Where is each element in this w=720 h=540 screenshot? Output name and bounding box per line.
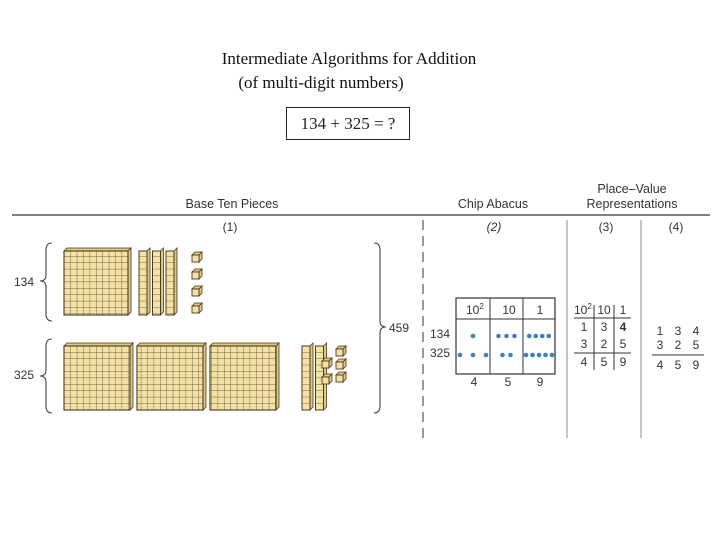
col-label-4: (4) xyxy=(669,220,684,234)
abacus-chip xyxy=(496,333,501,339)
abacus-chip xyxy=(470,352,476,358)
one-cube xyxy=(191,305,200,314)
title-line-2: (of multi-digit numbers) xyxy=(238,73,404,92)
pv3-head-hundreds-base: 10 xyxy=(574,303,588,317)
place-value-4: 1 3 4 3 2 5 4 5 9 xyxy=(652,324,704,372)
header-base-ten: Base Ten Pieces xyxy=(186,197,279,211)
header-place-value-2: Representations xyxy=(586,197,677,211)
one-cube xyxy=(335,374,344,383)
one-cube xyxy=(321,360,330,369)
pv3-r2-tens: 2 xyxy=(601,337,608,351)
pv3-r2-hundreds: 3 xyxy=(581,337,588,351)
base-ten-pieces xyxy=(63,247,347,411)
problem-box: 134 + 325 = ? xyxy=(286,107,410,140)
abacus-col-hundreds-exp: 2 xyxy=(479,302,484,311)
pv4-result-tens: 5 xyxy=(675,358,682,372)
abacus-col-ones: 1 xyxy=(537,303,544,317)
abacus-chips xyxy=(457,333,555,358)
abacus-chip xyxy=(470,333,476,339)
one-cube xyxy=(191,288,200,297)
pv3-r1-tens: 3 xyxy=(601,320,608,334)
abacus-chip xyxy=(504,333,509,339)
pv4-result-ones: 9 xyxy=(693,358,700,372)
abacus-chip xyxy=(526,333,532,339)
header-place-value-1: Place–Value xyxy=(597,182,666,196)
abacus-chip xyxy=(523,352,529,358)
pv4-result-hundreds: 4 xyxy=(657,358,664,372)
abacus-chip xyxy=(500,352,505,358)
abacus-chip xyxy=(483,352,489,358)
abacus-row-label-325: 325 xyxy=(430,346,450,360)
hundred-flat-grid xyxy=(210,346,276,410)
brace-left-top xyxy=(39,242,53,322)
abacus-chip xyxy=(530,352,535,358)
ten-rod-grid xyxy=(315,346,324,410)
base-ten-label-325: 325 xyxy=(14,368,34,382)
abacus-chip xyxy=(536,352,542,358)
pv3-result-hundreds: 4 xyxy=(581,355,588,369)
hundred-flat-grid xyxy=(64,346,130,410)
pv3-result-tens: 5 xyxy=(601,355,608,369)
one-cube xyxy=(191,271,200,280)
abacus-chip xyxy=(549,352,555,358)
abacus-col-tens: 10 xyxy=(502,303,516,317)
col-label-1: (1) xyxy=(223,220,238,234)
ten-rod-grid xyxy=(139,251,147,315)
pv3-result-ones: 9 xyxy=(620,355,627,369)
abacus-chip xyxy=(539,333,545,339)
abacus-chip xyxy=(457,352,463,358)
title-line-1: Intermediate Algorithms for Addition xyxy=(221,49,477,68)
abacus-chip xyxy=(508,352,513,358)
abacus-chip xyxy=(512,333,517,339)
pv3-r1-ones: 4 xyxy=(620,320,627,334)
abacus-result-hundreds: 4 xyxy=(471,375,478,389)
abacus-col-hundreds-base: 10 xyxy=(466,303,480,317)
pv4-r1-tens: 3 xyxy=(675,324,682,338)
base-ten-sum-459: 459 xyxy=(389,321,409,335)
brace-right xyxy=(373,242,387,414)
pv3-head-ones: 1 xyxy=(620,303,627,317)
problem-text: 134 + 325 = ? xyxy=(300,113,396,133)
abacus-chip xyxy=(546,333,552,339)
abacus-chip xyxy=(533,333,539,339)
pv3-r2-ones: 5 xyxy=(620,337,627,351)
pv4-r2-tens: 2 xyxy=(675,338,682,352)
abacus-frame xyxy=(455,297,556,375)
col-label-3: (3) xyxy=(599,220,614,234)
pv4-r2-hundreds: 3 xyxy=(657,338,664,352)
brace-left-bottom xyxy=(39,338,53,414)
base-ten-label-134: 134 xyxy=(14,275,34,289)
col-label-2: (2) xyxy=(487,220,502,234)
ten-rod-grid xyxy=(152,251,161,315)
pv4-r1-ones: 4 xyxy=(693,324,700,338)
pv4-r2-ones: 5 xyxy=(693,338,700,352)
one-cube xyxy=(191,254,200,263)
abacus-col-hundreds: 102 xyxy=(466,302,484,317)
pv3-head-hundreds-exp: 2 xyxy=(587,302,592,311)
pv4-r1-hundreds: 1 xyxy=(657,324,664,338)
ten-rod-grid xyxy=(166,251,174,315)
place-value-3: 102 10 1 1 3 4 3 2 5 4 5 9 xyxy=(574,302,631,370)
abacus-result-tens: 5 xyxy=(505,375,512,389)
abacus-result-ones: 9 xyxy=(537,375,544,389)
pv3-r1-hundreds: 1 xyxy=(581,320,588,334)
pv3-head-hundreds: 102 xyxy=(574,302,592,317)
header-chip-abacus: Chip Abacus xyxy=(458,197,528,211)
hundred-flat-grid xyxy=(137,346,203,410)
abacus-chip xyxy=(543,352,548,358)
ten-rod-grid xyxy=(302,346,310,410)
pv3-head-tens: 10 xyxy=(597,303,611,317)
one-cube xyxy=(321,376,330,385)
one-cube xyxy=(335,348,344,357)
one-cube xyxy=(335,361,344,370)
abacus-row-label-134: 134 xyxy=(430,327,450,341)
chip-abacus: 102 10 1 134 325 4 5 9 xyxy=(430,297,556,389)
hundred-flat-grid xyxy=(64,251,128,315)
